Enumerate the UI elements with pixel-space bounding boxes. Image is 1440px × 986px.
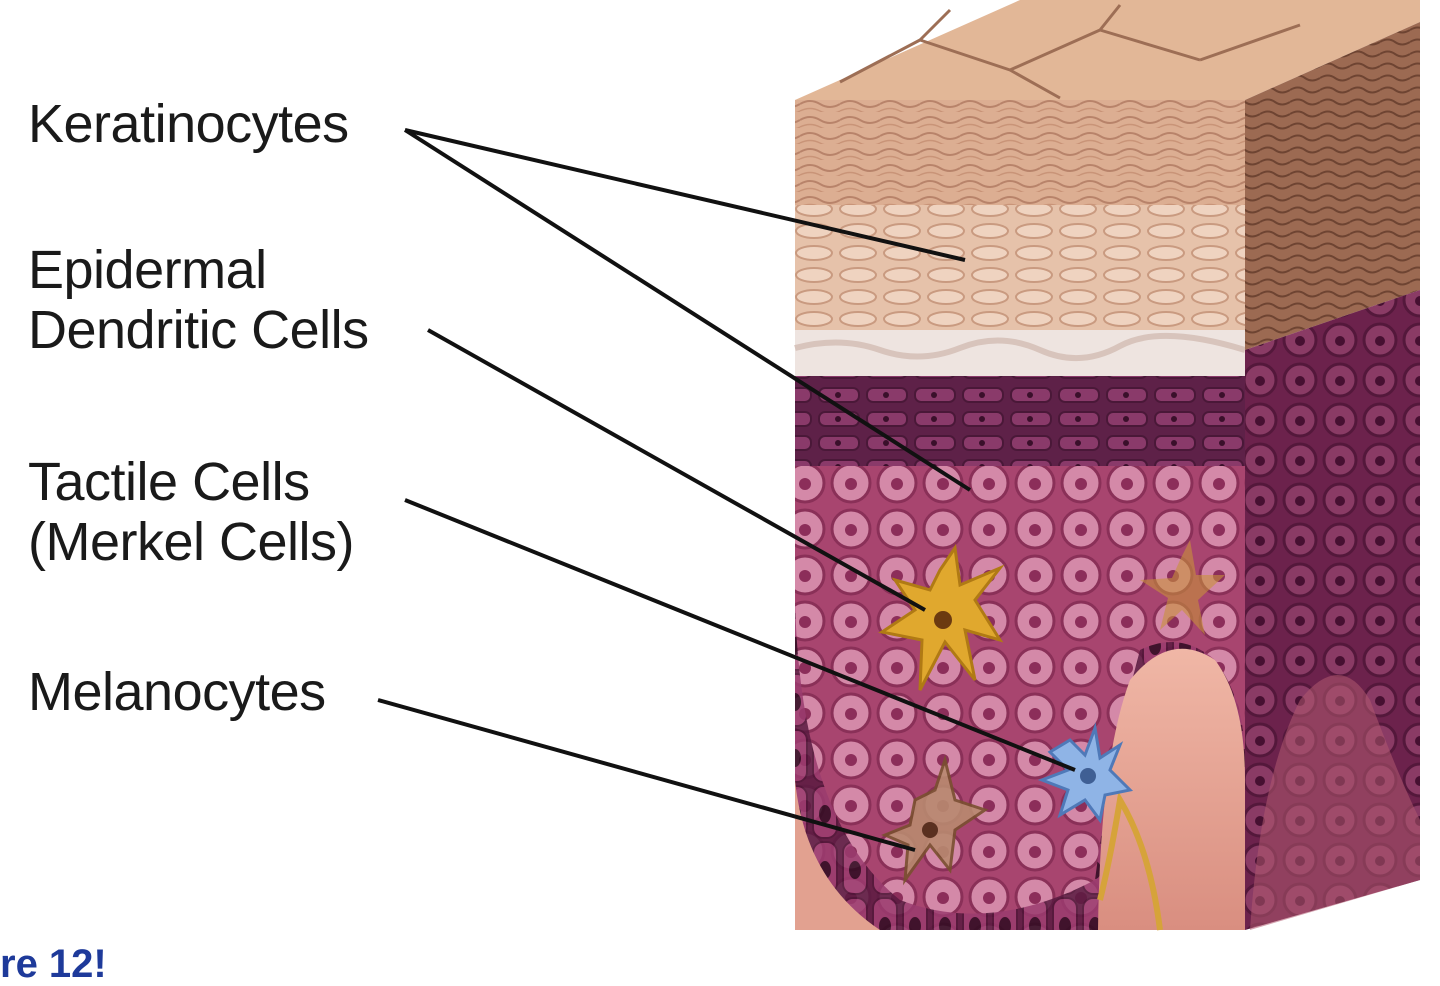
label-melanocytes: Melanocytes — [28, 662, 326, 722]
front-face — [794, 100, 1246, 930]
top-face — [795, 0, 1420, 100]
leader-keratinocytes-upper — [404, 128, 966, 262]
dendritic-cell — [878, 543, 1005, 691]
merkel-cell — [1037, 722, 1163, 931]
figure-caption-fragment: re 12! — [0, 942, 107, 986]
side-face — [1245, 22, 1420, 930]
label-melanocytes-text: Melanocytes — [28, 662, 326, 722]
label-tactile-cells: Tactile Cells (Merkel Cells) — [28, 452, 355, 572]
label-epidermal-line1: Epidermal — [28, 240, 267, 300]
leader-lines — [377, 128, 1076, 852]
leader-melanocytes — [377, 698, 916, 852]
label-tactile-line2: (Merkel Cells) — [28, 512, 355, 572]
leader-dendritic — [427, 328, 926, 612]
label-keratinocytes: Keratinocytes — [28, 94, 349, 154]
label-keratinocytes-text: Keratinocytes — [28, 94, 349, 154]
dendritic-cell-faint — [1140, 540, 1225, 635]
leader-tactile — [404, 498, 1076, 772]
skin-epidermis-illustration — [377, 0, 1420, 931]
label-epidermal-dendritic-cells: Epidermal Dendritic Cells — [28, 240, 369, 360]
leader-keratinocytes-lower — [403, 128, 972, 492]
label-tactile-line1: Tactile Cells — [28, 452, 310, 512]
label-epidermal-line2: Dendritic Cells — [28, 300, 369, 360]
